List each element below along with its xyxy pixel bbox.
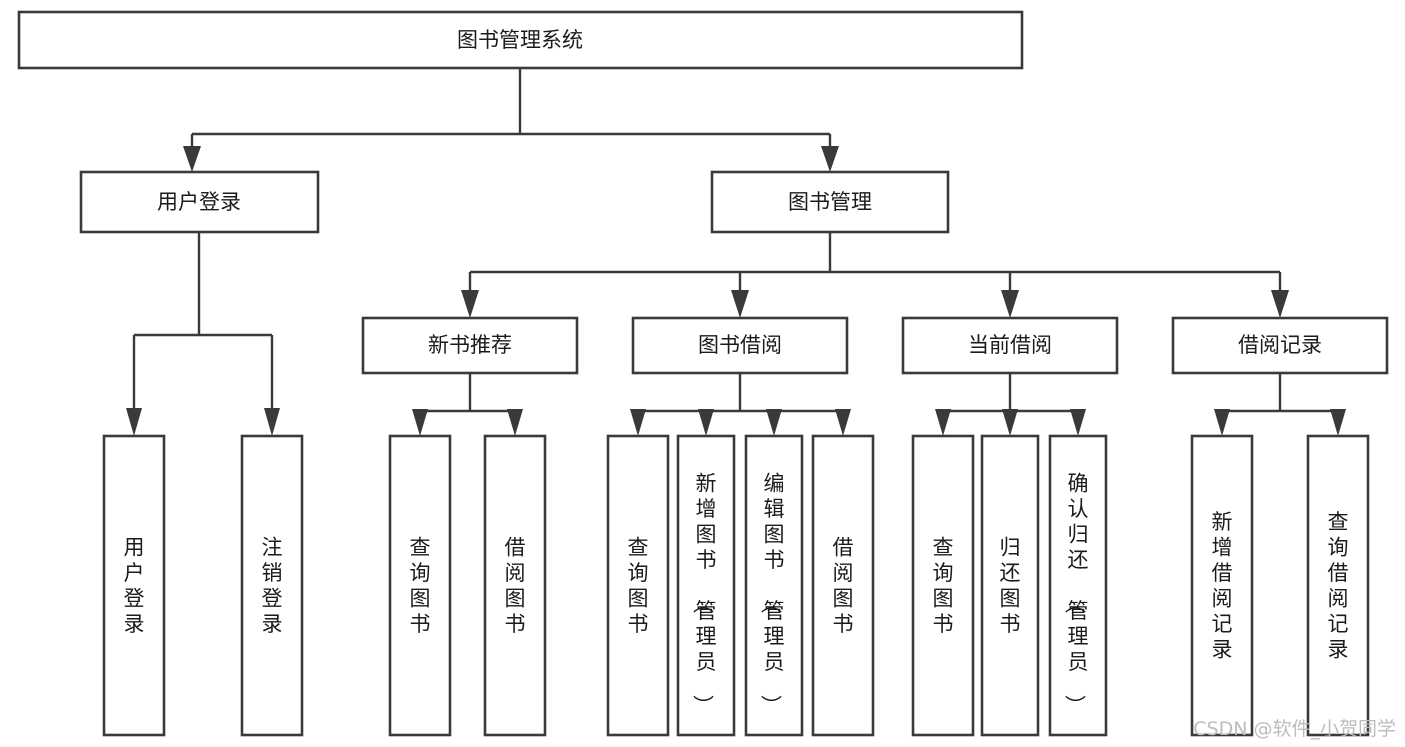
node-leaf-borrow-edit-label: 编辑图书（管理员） <box>759 472 785 716</box>
node-book-borrow-box[interactable] <box>631 316 849 375</box>
node-book-borrow-label: 图书借阅 <box>698 333 782 357</box>
node-leaf-user-logout-box[interactable] <box>240 434 304 737</box>
node-leaf-borrow-query-label: 查询图书 <box>628 535 649 636</box>
arrow-head-leaf-rec-borrow <box>507 409 523 436</box>
node-leaf-rec-add-label: 新增借阅记录 <box>1212 510 1233 662</box>
node-book-manage[interactable]: 图书管理 <box>710 170 950 234</box>
node-root[interactable]: 图书管理系统 <box>17 10 1024 70</box>
node-current-borrow[interactable]: 当前借阅 <box>901 316 1119 375</box>
node-new-book-rec-box[interactable] <box>361 316 579 375</box>
arrow-head-leaf-cur-query <box>935 409 951 436</box>
node-leaf-cur-return[interactable]: 归还图书 <box>980 434 1040 737</box>
arrow-head-leaf-borrow-do <box>835 409 851 436</box>
node-leaf-cur-query-box[interactable] <box>911 434 975 737</box>
node-user-login-label: 用户登录 <box>157 190 241 214</box>
node-book-borrow[interactable]: 图书借阅 <box>631 316 849 375</box>
node-leaf-borrow-add-box[interactable] <box>676 434 736 737</box>
node-leaf-cur-confirm[interactable]: 确认归还（管理员） <box>1048 434 1108 737</box>
node-leaf-borrow-add[interactable]: 新增图书（管理员） <box>676 434 736 737</box>
node-leaf-cur-query-label: 查询图书 <box>933 535 954 636</box>
node-leaf-rec-add[interactable]: 新增借阅记录 <box>1190 434 1254 737</box>
node-leaf-user-login-box[interactable] <box>102 434 166 737</box>
node-borrow-record-label: 借阅记录 <box>1238 333 1322 357</box>
node-leaf-borrow-do[interactable]: 借阅图书 <box>811 434 875 737</box>
node-leaf-rec-add-box[interactable] <box>1190 434 1254 737</box>
connector-layer <box>126 68 1346 436</box>
node-leaf-user-login-label: 用户登录 <box>124 535 145 636</box>
csdn-watermark: CSDN @软件_小贺同学 <box>1193 718 1396 740</box>
arrow-head-leaf-rec-add <box>1214 409 1230 436</box>
node-leaf-cur-confirm-box[interactable] <box>1048 434 1108 737</box>
node-new-book-rec-label: 新书推荐 <box>428 333 512 357</box>
node-leaf-rec-search[interactable]: 查询借阅记录 <box>1306 434 1370 737</box>
node-leaf-rec-query-label: 查询图书 <box>410 535 431 636</box>
node-user-login-box[interactable] <box>79 170 320 234</box>
arrow-head-leaf-rec-query <box>412 409 428 436</box>
arrow-head-leaf-user-login <box>126 408 142 436</box>
node-leaf-cur-confirm-label: 确认归还（管理员） <box>1063 472 1089 716</box>
node-new-book-rec[interactable]: 新书推荐 <box>361 316 579 375</box>
node-leaf-rec-query[interactable]: 查询图书 <box>388 434 452 737</box>
node-leaf-rec-borrow-label: 借阅图书 <box>505 535 526 636</box>
node-leaf-rec-query-box[interactable] <box>388 434 452 737</box>
node-book-manage-box[interactable] <box>710 170 950 234</box>
node-leaf-user-logout-label: 注销登录 <box>262 535 283 636</box>
node-root-label: 图书管理系统 <box>457 28 583 52</box>
node-root-box[interactable] <box>17 10 1024 70</box>
arrow-head-leaf-cur-return <box>1002 409 1018 436</box>
arrow-head-user-login <box>183 146 201 172</box>
node-leaf-borrow-edit[interactable]: 编辑图书（管理员） <box>744 434 804 737</box>
node-leaf-rec-search-label: 查询借阅记录 <box>1328 510 1349 662</box>
node-current-borrow-box[interactable] <box>901 316 1119 375</box>
node-leaf-borrow-query[interactable]: 查询图书 <box>606 434 670 737</box>
node-borrow-record-box[interactable] <box>1171 316 1389 375</box>
node-leaf-borrow-edit-box[interactable] <box>744 434 804 737</box>
node-leaf-borrow-do-label: 借阅图书 <box>833 535 854 636</box>
arrow-head-leaf-user-logout <box>264 408 280 436</box>
arrow-head-current-borrow <box>1001 290 1019 318</box>
node-leaf-rec-search-box[interactable] <box>1306 434 1370 737</box>
arrow-head-leaf-borrow-edit <box>766 409 782 436</box>
node-leaf-user-login[interactable]: 用户登录 <box>102 434 166 737</box>
node-leaf-borrow-query-box[interactable] <box>606 434 670 737</box>
arrow-head-leaf-cur-confirm <box>1070 409 1086 436</box>
arrow-head-new-book-rec <box>461 290 479 318</box>
node-leaf-cur-return-label: 归还图书 <box>1000 535 1021 636</box>
node-leaf-rec-borrow[interactable]: 借阅图书 <box>483 434 547 737</box>
node-borrow-record[interactable]: 借阅记录 <box>1171 316 1389 375</box>
node-current-borrow-label: 当前借阅 <box>968 333 1052 357</box>
node-leaf-user-logout[interactable]: 注销登录 <box>240 434 304 737</box>
arrow-head-leaf-borrow-add <box>698 409 714 436</box>
node-leaf-borrow-do-box[interactable] <box>811 434 875 737</box>
node-book-manage-label: 图书管理 <box>788 190 872 214</box>
arrow-head-leaf-borrow-query <box>630 409 646 436</box>
node-leaf-borrow-add-label: 新增图书（管理员） <box>691 472 717 716</box>
node-user-login[interactable]: 用户登录 <box>79 170 320 234</box>
node-leaf-cur-return-box[interactable] <box>980 434 1040 737</box>
arrow-head-leaf-rec-search <box>1330 409 1346 436</box>
arrow-head-book-manage <box>821 146 839 172</box>
arrow-head-book-borrow <box>731 290 749 318</box>
arrow-head-borrow-record <box>1271 290 1289 318</box>
node-leaf-rec-borrow-box[interactable] <box>483 434 547 737</box>
node-leaf-cur-query[interactable]: 查询图书 <box>911 434 975 737</box>
